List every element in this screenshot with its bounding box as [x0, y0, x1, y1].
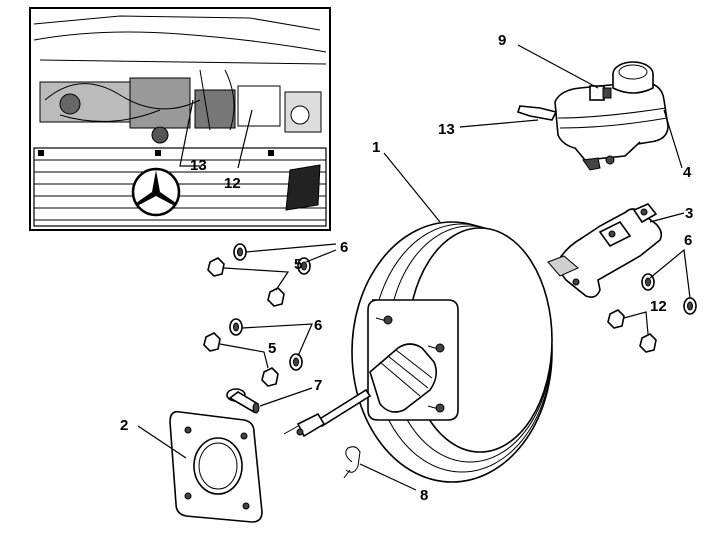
leader-13 — [459, 119, 539, 128]
leader-5b — [219, 343, 269, 369]
leader-10 — [237, 109, 253, 169]
clevis-pin — [226, 388, 260, 414]
callout-9: 9 — [498, 32, 506, 49]
leader-9 — [517, 44, 599, 89]
callout-5a: 5 — [294, 256, 302, 273]
leader-12 — [623, 311, 649, 335]
leader-6a-2 — [305, 249, 337, 263]
booster-gasket — [169, 410, 263, 523]
leader-3 — [649, 212, 685, 223]
callout-6a: 6 — [340, 239, 348, 256]
callout-1: 1 — [372, 139, 380, 156]
callout-4: 4 — [683, 164, 692, 181]
leader-11 — [179, 99, 202, 167]
engine-bay-inset: 13 12 — [29, 7, 331, 231]
callout-6c: 6 — [684, 232, 692, 249]
leader-6a — [245, 243, 337, 253]
callout-6b: 6 — [314, 317, 322, 334]
callout-5b: 5 — [268, 340, 276, 357]
leader-8 — [359, 463, 417, 491]
callout-2: 2 — [120, 417, 128, 434]
master-cylinder-fasteners — [607, 273, 697, 353]
leader-4 — [663, 109, 683, 169]
master-cylinder — [547, 203, 663, 298]
callout-13: 13 — [438, 121, 455, 138]
fluid-reservoir — [516, 61, 669, 171]
callout-11: 13 — [190, 157, 207, 174]
brake-booster — [283, 221, 553, 483]
callout-3: 3 — [685, 205, 693, 222]
leader-6c — [649, 248, 691, 299]
leader-1 — [383, 152, 441, 223]
leader-5a — [223, 267, 290, 291]
retaining-clip — [343, 446, 361, 479]
engine-components — [39, 69, 322, 144]
callout-8: 8 — [420, 487, 428, 504]
callout-10: 12 — [224, 175, 241, 192]
leader-6b — [241, 323, 313, 357]
leader-2 — [137, 425, 187, 459]
callout-7: 7 — [314, 377, 322, 394]
callout-12: 12 — [650, 298, 667, 315]
leader-7 — [259, 387, 313, 407]
three-pointed-star-icon — [131, 167, 181, 217]
front-grille — [33, 147, 327, 227]
